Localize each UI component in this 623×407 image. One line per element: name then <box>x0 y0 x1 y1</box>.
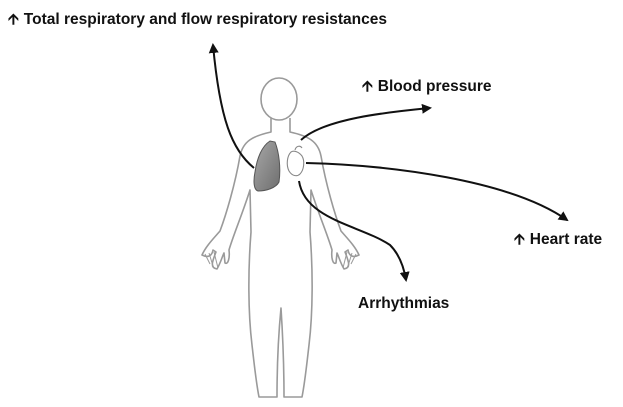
up-arrow-icon: 🡩 <box>514 230 525 250</box>
blood-pressure-label: 🡩 Blood pressure <box>362 77 491 97</box>
head-outline <box>261 78 297 120</box>
arrhythmias-text: Arrhythmias <box>358 295 449 312</box>
heart-rate-label: 🡩 Heart rate <box>514 230 602 250</box>
arrow-to-arrhythmias <box>299 181 406 280</box>
arrow-to-resistance <box>213 45 254 168</box>
arrhythmias-label: Arrhythmias <box>358 294 449 314</box>
torso-and-limbs-outline <box>202 118 359 397</box>
heart-shape <box>287 146 303 175</box>
human-body-outline <box>202 78 359 397</box>
up-arrow-icon: 🡩 <box>362 77 373 97</box>
arrow-to-blood-pressure <box>301 108 430 140</box>
resistance-text: Total respiratory and flow respiratory r… <box>24 11 387 28</box>
up-arrow-icon: 🡩 <box>8 10 19 30</box>
arrow-to-heart-rate <box>306 163 567 220</box>
blood-pressure-text: Blood pressure <box>378 78 492 95</box>
resistance-label: 🡩 Total respiratory and flow respiratory … <box>8 10 387 30</box>
heart-rate-text: Heart rate <box>530 231 602 248</box>
lung-shape <box>254 141 280 191</box>
